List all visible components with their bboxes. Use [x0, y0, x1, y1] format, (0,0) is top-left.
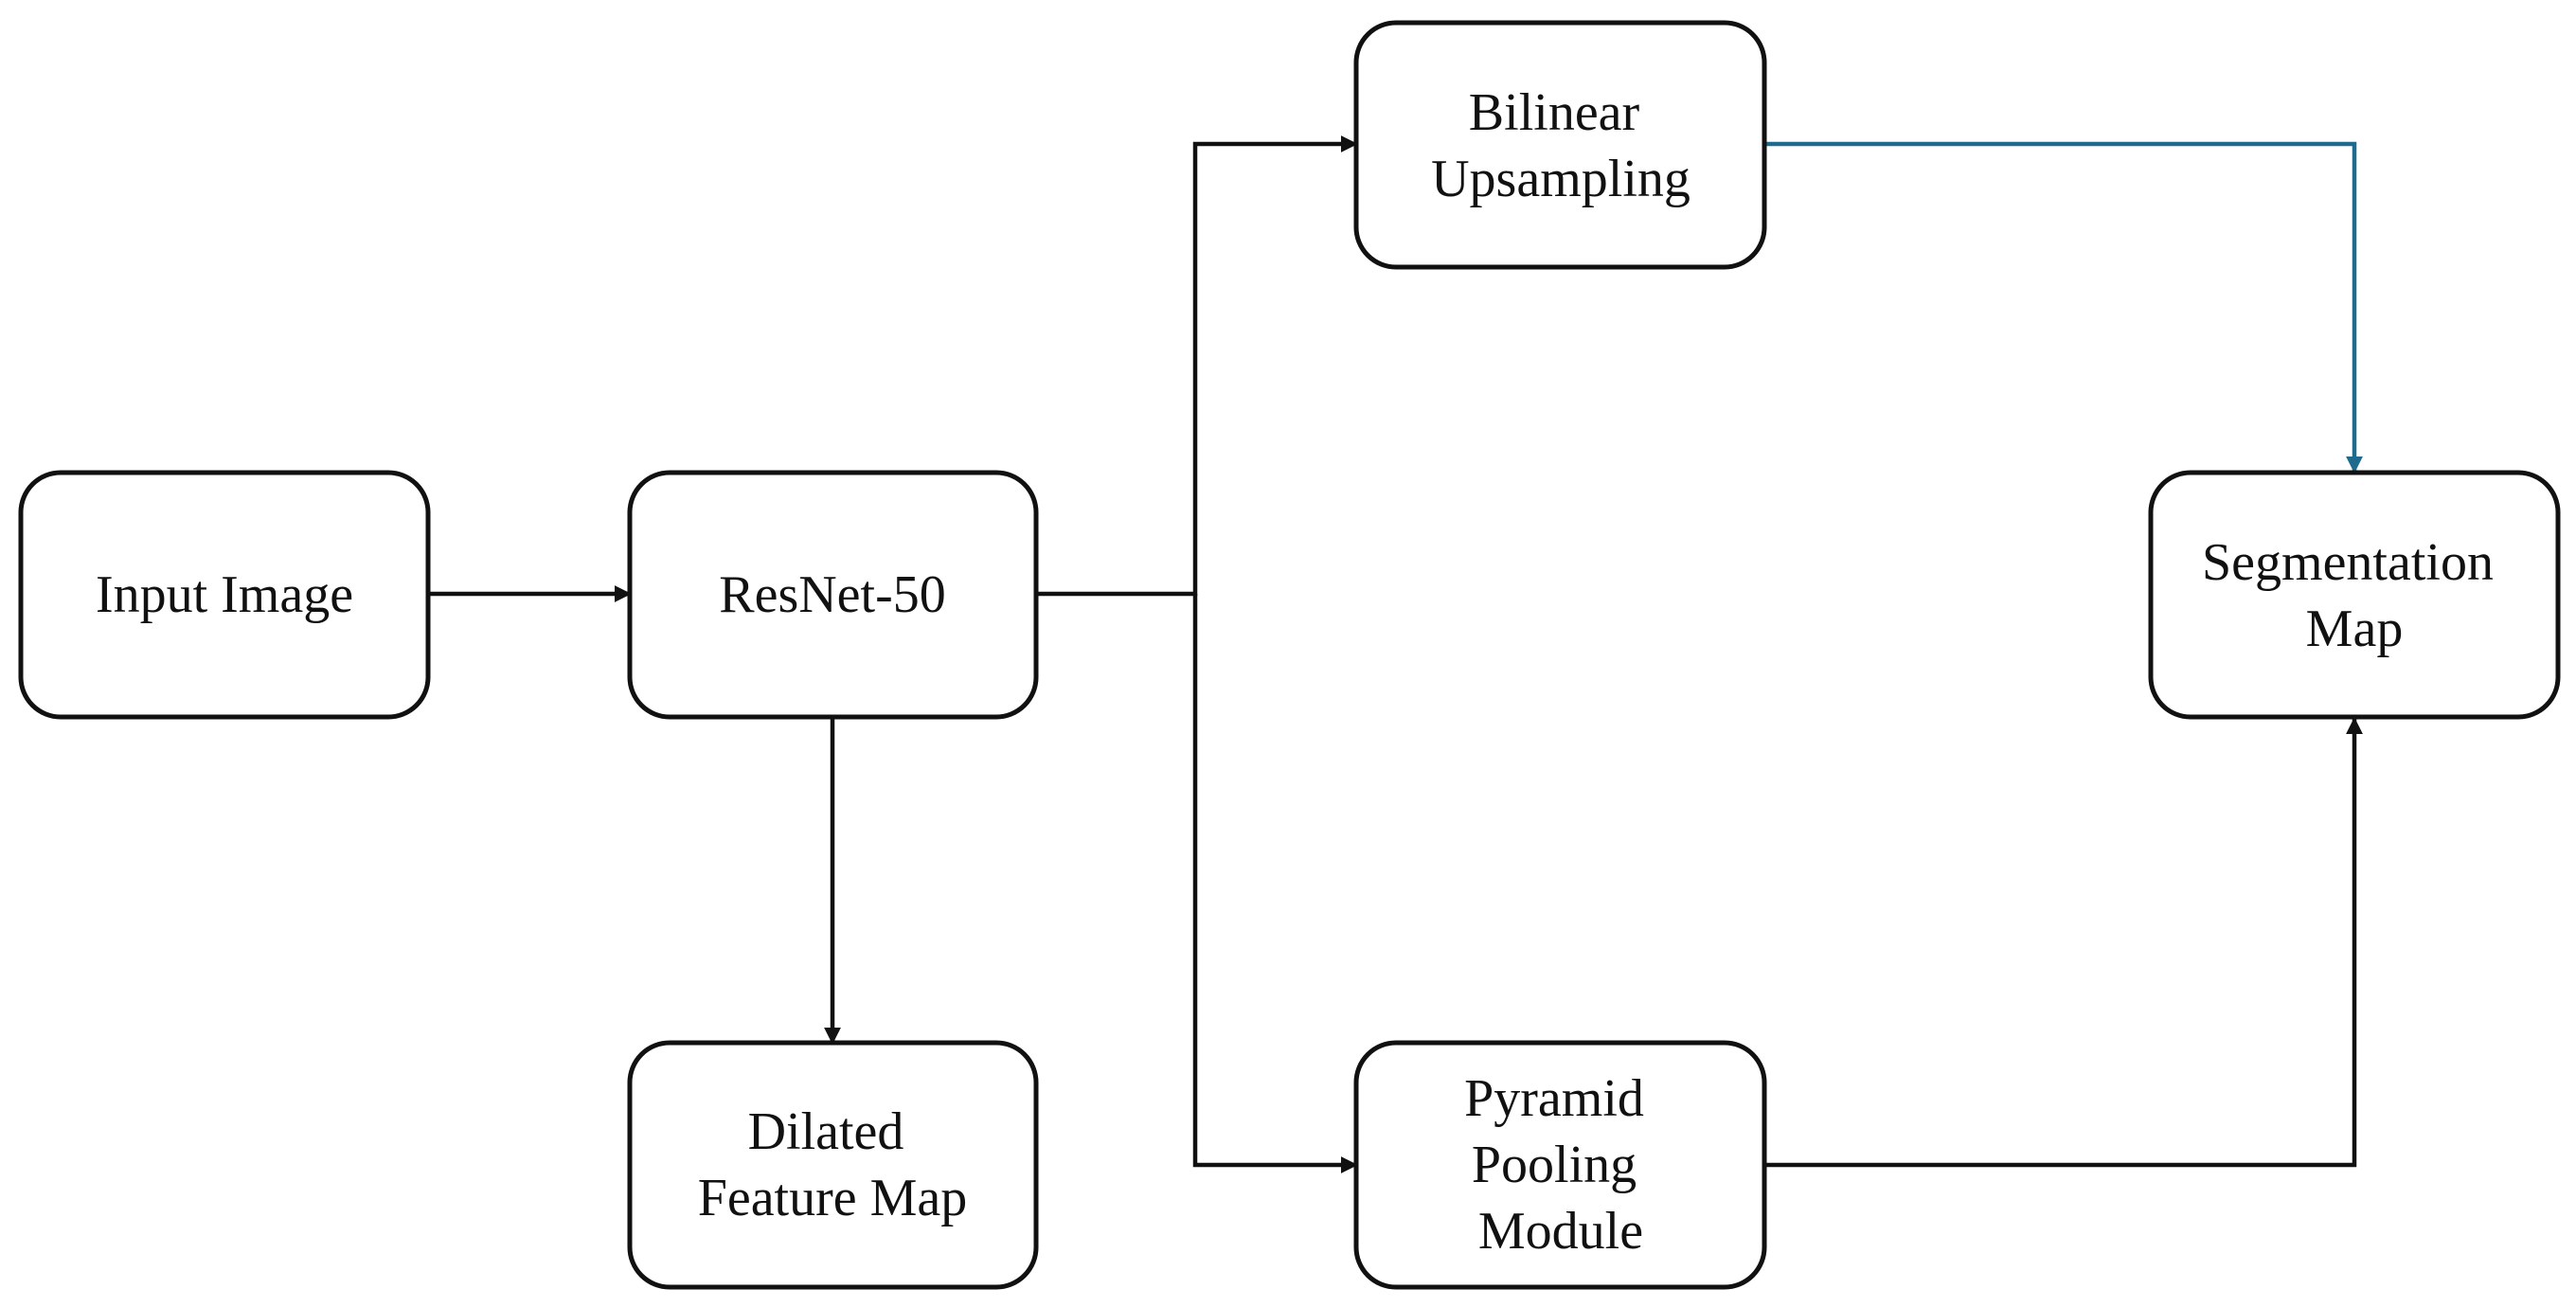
edge-pyramid-to-segmentation [1764, 717, 2363, 1168]
node-pyramid-pooling-module: Pyramid Pooling Module [1353, 1040, 1767, 1290]
node-input-image-label: Input Image [96, 565, 353, 624]
node-segmentation-map-label: Segmentation Map [2202, 533, 2507, 658]
edge-bilinear-to-segmentation [1764, 141, 2363, 474]
node-resnet-50-label: ResNet-50 [719, 565, 946, 624]
node-pyramid-pooling-module-label: Pyramid Pooling Module [1464, 1069, 1657, 1261]
node-dilated-feature-map: Dilated Feature Map [627, 1040, 1039, 1290]
node-input-image-box [18, 470, 431, 720]
edges [428, 135, 2363, 1173]
edge-resnet-to-bilinear [1036, 135, 1358, 597]
node-segmentation-map: Segmentation Map [2148, 470, 2561, 720]
node-segmentation-map-box [2148, 470, 2561, 720]
node-resnet-50-box [627, 470, 1039, 720]
edge-resnet-to-pyramid [1192, 594, 1358, 1173]
node-pyramid-pooling-module-box [1353, 1040, 1767, 1290]
node-bilinear-upsampling-box [1353, 20, 1767, 270]
node-dilated-feature-map-label: Dilated Feature Map [698, 1102, 968, 1227]
node-bilinear-upsampling: Bilinear Upsampling [1353, 20, 1767, 270]
node-bilinear-upsampling-label: Bilinear Upsampling [1431, 83, 1690, 208]
node-dilated-feature-map-box [627, 1040, 1039, 1290]
node-resnet-50: ResNet-50 [627, 470, 1039, 720]
node-input-image: Input Image [18, 470, 431, 720]
